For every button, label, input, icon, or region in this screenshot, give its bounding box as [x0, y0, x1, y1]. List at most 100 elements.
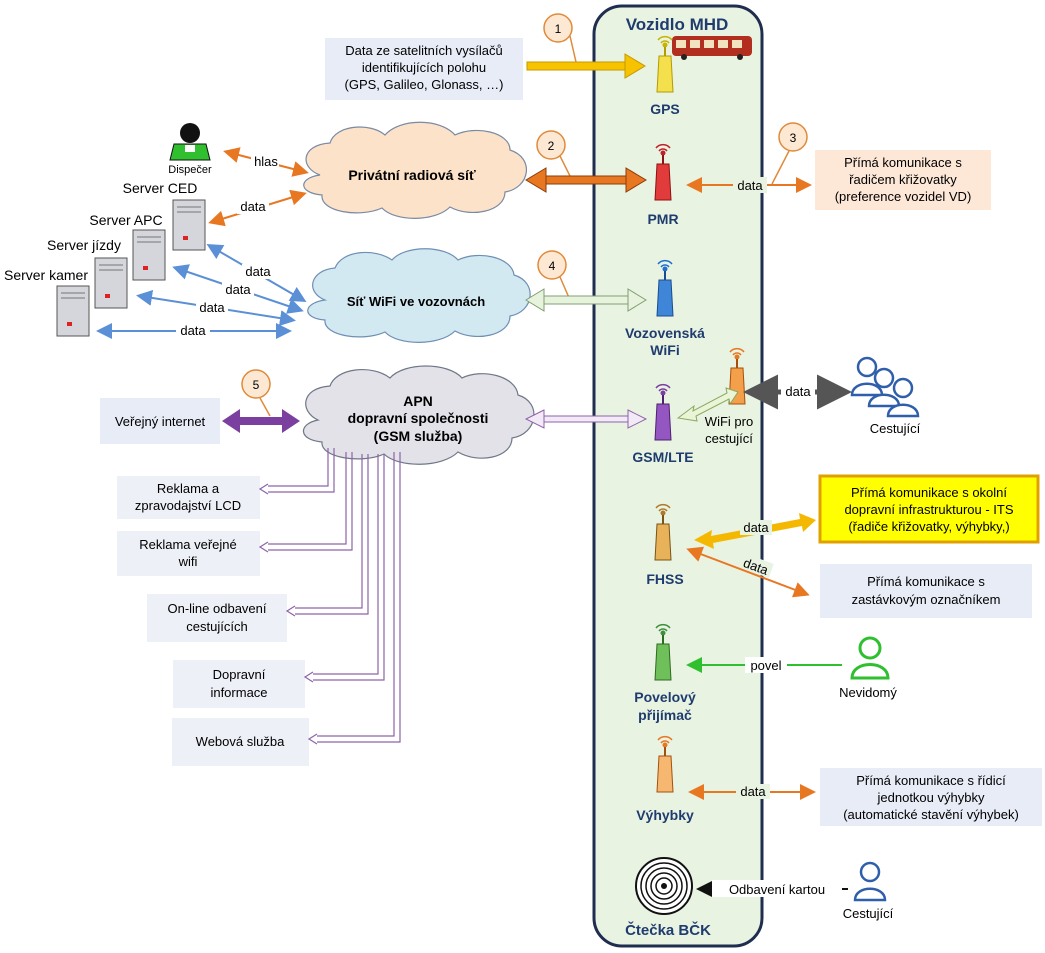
switch-label: Výhybky: [636, 807, 694, 823]
gps-label: GPS: [650, 101, 680, 117]
switch-box-line-2: jednotkou výhybky: [877, 790, 985, 805]
svg-text:2: 2: [548, 139, 555, 153]
server-apc-icon: [132, 229, 166, 281]
gsm-label: GSM/LTE: [632, 449, 693, 465]
wifi-gsm-link-arrow: [676, 387, 739, 422]
svg-text:5: 5: [253, 378, 260, 392]
wifi-ad-line-2: wifi: [178, 554, 198, 569]
jizdy-wifi-data-label: data: [225, 282, 251, 297]
switch-box-line-1: Přímá komunikace s řídicí: [856, 773, 1006, 788]
card-passenger-label: Cestující: [843, 906, 894, 921]
wifi-ad-line-1: Reklama veřejné: [139, 537, 237, 552]
server-kamer-icon: [56, 285, 90, 337]
gps-antenna-icon: [656, 35, 674, 93]
server-jizdy-icon: [94, 257, 128, 309]
radio-network-cloud: [303, 121, 527, 219]
its-box-line-2: dopravní infrastrukturou - ITS: [844, 502, 1013, 517]
command-receiver-label-1: Povelový: [634, 689, 696, 705]
card-reader-icon: [635, 857, 693, 915]
satellite-arrow: [526, 53, 646, 79]
its-box-line-1: Přímá komunikace s okolní: [851, 485, 1007, 500]
fhss-stop-arrow: [686, 546, 810, 598]
passenger-wifi-data-label: data: [785, 384, 811, 399]
ced-radio-data-label: data: [240, 199, 266, 214]
switch-antenna-icon: [656, 735, 674, 793]
apn-cloud-line-2: dopravní společnosti: [348, 410, 489, 426]
card-passenger-icon: [853, 861, 887, 902]
vehicle-panel: [592, 4, 764, 948]
traffic-light-box-line-2: řadičem křižovatky: [849, 172, 957, 187]
satellite-box-line-1: Data ze satelitních vysílačů: [345, 43, 503, 58]
wifi-depot-arrow: [525, 288, 647, 312]
svg-text:4: 4: [549, 259, 556, 273]
stop-box: [820, 564, 1032, 618]
apc-wifi-data-label: data: [245, 264, 271, 279]
lcd-ad-box: [117, 476, 260, 519]
blind-person-label: Nevidomý: [839, 685, 897, 700]
traffic-info-line-2: informace: [210, 685, 267, 700]
depot-wifi-antenna-icon: [656, 259, 674, 317]
server-apc-label: Server APC: [89, 212, 162, 228]
traffic-light-box-line-1: Přímá komunikace s: [844, 155, 962, 170]
web-service-label: Webová služba: [196, 734, 285, 749]
vehicle-title: Vozidlo MHD: [626, 15, 729, 34]
badge-5: 5: [241, 369, 271, 417]
voice-label: hlas: [254, 154, 278, 169]
card-reader-label: Čtečka BČK: [625, 921, 711, 939]
online-checkin-line-2: cestujících: [186, 619, 247, 634]
apn-cloud-line-1: APN: [403, 393, 433, 409]
fhss-its-data-label: data: [743, 520, 769, 535]
passenger-wifi-label-2: cestující: [705, 431, 753, 446]
traffic-info-line-1: Dopravní: [213, 667, 266, 682]
passenger-wifi-label-1: WiFi pro: [705, 414, 753, 429]
satellite-box: [325, 38, 523, 100]
apn-distribution-lines: [258, 448, 401, 745]
server-ced-label: Server CED: [123, 180, 198, 196]
fhss-antenna-icon: [654, 503, 672, 561]
card-checkin-label: Odbavení kartou: [729, 882, 825, 897]
lcd-ad-line-2: zpravodajství LCD: [135, 498, 241, 513]
blind-person-icon: [850, 636, 890, 680]
bus-icon: [672, 36, 752, 60]
online-checkin-box: [147, 594, 287, 642]
pmr-traffic-data-label: data: [737, 178, 763, 193]
command-label: povel: [750, 658, 781, 673]
switch-data-label: data: [740, 784, 766, 799]
switch-box: [820, 768, 1042, 826]
depot-wifi-label-2: WiFi: [650, 342, 679, 358]
command-receiver-label-2: přijímač: [638, 707, 692, 723]
badge-4: 4: [537, 250, 571, 301]
its-box-line-3: (řadiče křižovatky, výhybky,): [848, 519, 1009, 534]
stop-box-line-1: Přímá komunikace s: [867, 574, 985, 589]
public-internet-label: Veřejný internet: [115, 414, 206, 429]
dispatcher-label: Dispečer: [168, 164, 212, 176]
pmr-antenna-icon: [654, 143, 672, 201]
depot-wifi-cloud-label: Síť WiFi ve vozovnách: [347, 294, 485, 309]
apn-cloud-line-3: (GSM služba): [374, 428, 463, 444]
satellite-box-line-3: (GPS, Galileo, Glonass, …): [345, 77, 504, 92]
command-receiver-antenna-icon: [654, 623, 672, 681]
radio-pmr-arrow: [525, 167, 647, 193]
fhss-label: FHSS: [646, 571, 683, 587]
online-checkin-line-1: On-line odbavení: [167, 601, 266, 616]
passengers-group-icon: [850, 356, 920, 418]
kamer-wifi-data-label-2: data: [180, 323, 206, 338]
passengers-label: Cestující: [870, 421, 921, 436]
wifi-ad-box: [117, 531, 260, 576]
apn-gsm-arrow: [524, 409, 648, 429]
dispatcher-icon: [169, 123, 211, 161]
server-jizdy-label: Server jízdy: [47, 237, 121, 253]
web-service-box: [172, 718, 309, 766]
depot-wifi-label-1: Vozovenská: [625, 325, 705, 341]
badge-3: 3: [771, 122, 808, 185]
svg-text:1: 1: [555, 22, 562, 36]
svg-text:3: 3: [790, 131, 797, 145]
traffic-light-box-line-3: (preference vozidel VD): [835, 189, 972, 204]
server-ced-icon: [172, 199, 206, 251]
traffic-light-box: [815, 150, 991, 210]
badge-1: 1: [543, 13, 577, 63]
its-box: [818, 474, 1040, 544]
switch-box-line-3: (automatické stavění výhybek): [843, 807, 1019, 822]
